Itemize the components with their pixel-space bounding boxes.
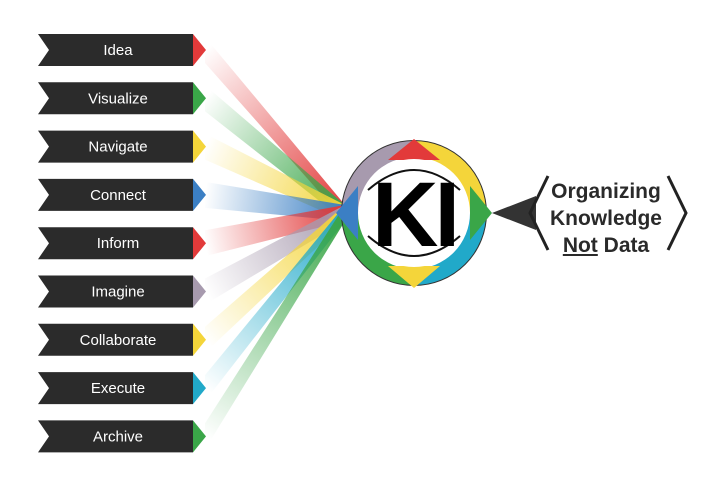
tagline-line-1: Organizing: [551, 180, 661, 203]
stage-inform: Inform: [38, 227, 206, 260]
stage-arrow-tip: [193, 420, 206, 453]
stage-label-bg: [38, 275, 193, 308]
beam-navigate: [205, 133, 345, 221]
stage-label-text: Imagine: [91, 284, 144, 301]
stage-label-text: Connect: [90, 187, 147, 204]
beam-inform: [205, 205, 345, 257]
stage-label-bg: [38, 372, 193, 405]
stage-label-text: Idea: [103, 42, 133, 59]
stage-arrow-tip: [193, 323, 206, 356]
stage-label-bg: [38, 130, 193, 163]
stage-arrow-tip: [193, 130, 206, 163]
stage-label-bg: [38, 420, 193, 453]
beam-visualize: [205, 85, 345, 221]
stage-label-text: Navigate: [88, 139, 147, 156]
beam-archive: [205, 205, 345, 450]
tagline-line-3: Not Data: [536, 232, 676, 259]
beam-idea: [205, 37, 345, 221]
stage-arrow-tip: [193, 34, 206, 66]
logo-point-bottom: [388, 266, 440, 288]
stage-labels: IdeaVisualizeNavigateConnectInformImagin…: [38, 34, 206, 453]
tagline-data: Data: [597, 234, 650, 257]
stage-label-bg: [38, 82, 193, 115]
stage-connect: Connect: [38, 178, 206, 211]
beam-execute: [205, 205, 345, 402]
stage-archive: Archive: [38, 420, 206, 453]
stage-arrow-tip: [193, 82, 206, 115]
color-beams: [205, 37, 345, 450]
stage-idea: Idea: [38, 34, 206, 66]
stage-label-text: Visualize: [88, 90, 148, 107]
tagline-line-2: Knowledge: [549, 207, 662, 230]
stage-arrow-tip: [193, 275, 206, 308]
logo-connector: [492, 196, 536, 230]
logo-point-right: [470, 186, 492, 240]
stage-visualize: Visualize: [38, 82, 206, 115]
stage-label-bg: [38, 34, 193, 66]
stage-collaborate: Collaborate: [38, 323, 206, 356]
stage-execute: Execute: [38, 372, 206, 405]
stage-label-text: Collaborate: [80, 332, 157, 349]
logo-swoosh-top: [367, 169, 461, 191]
stage-label-bg: [38, 178, 193, 211]
logo-point-left: [336, 186, 358, 240]
tagline-not: Not: [562, 234, 598, 257]
tagline: Organizing Knowledge Not Data: [536, 178, 676, 259]
logo-text: KI: [372, 164, 456, 266]
beam-connect: [205, 181, 345, 221]
stage-navigate: Navigate: [38, 130, 206, 163]
logo-point-top: [388, 139, 440, 160]
beam-collaborate: [205, 205, 345, 353]
logo-swoosh-bottom: [367, 235, 461, 257]
stage-arrow-tip: [193, 227, 206, 260]
stage-label-bg: [38, 323, 193, 356]
tagline-right-bracket: [666, 175, 688, 251]
stage-arrow-tip: [193, 178, 206, 211]
beam-imagine: [205, 205, 345, 305]
stage-imagine: Imagine: [38, 275, 206, 308]
stage-label-text: Inform: [97, 235, 140, 252]
stage-arrow-tip: [193, 372, 206, 405]
stage-label-bg: [38, 227, 193, 260]
logo-inner-disc: [360, 159, 468, 267]
tagline-left-bracket: [528, 175, 550, 251]
stage-label-text: Execute: [91, 380, 145, 397]
ki-logo: KI: [336, 139, 492, 288]
stage-label-text: Archive: [93, 428, 143, 445]
